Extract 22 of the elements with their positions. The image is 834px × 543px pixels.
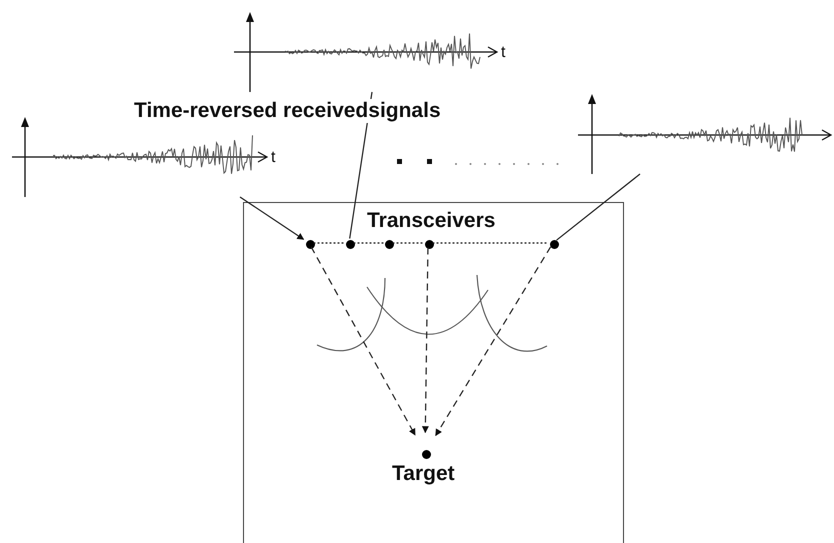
transceiver-dot [550, 240, 558, 248]
leader-line [349, 92, 373, 239]
target-label: Target [392, 462, 455, 486]
array-line [314, 242, 344, 244]
transceiver-dot [424, 240, 434, 248]
axis-label: t [501, 44, 506, 62]
arrow [310, 246, 416, 436]
axis-label: t [271, 149, 276, 167]
array-line [432, 242, 548, 244]
array-label: Transceivers [367, 209, 496, 233]
transceiver-dot [346, 240, 354, 248]
array-line [392, 242, 424, 244]
transceiver-dot [306, 240, 314, 248]
arrow [422, 248, 429, 434]
leader-arrow [240, 196, 304, 240]
medium-box [243, 202, 624, 543]
leader-line [556, 174, 640, 241]
transceiver-dot [384, 240, 394, 248]
arrow [435, 246, 552, 436]
caption-text: Time-reversed receivedsignals [132, 99, 443, 123]
array-line [354, 242, 384, 244]
target-dot [422, 450, 430, 458]
